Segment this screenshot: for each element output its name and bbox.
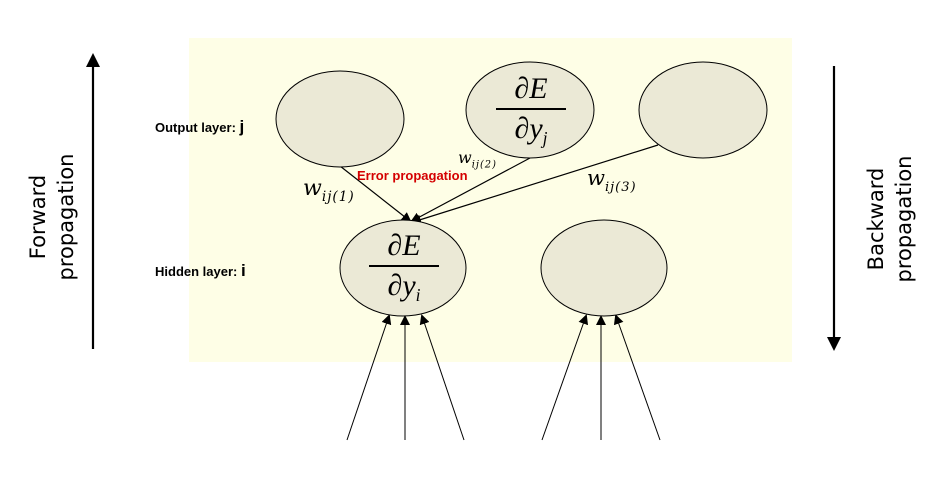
input-edge	[613, 314, 661, 441]
weight-w1: wij(1)	[303, 176, 355, 205]
hidden-gradient-formula: ∂E ∂yi	[364, 229, 444, 312]
output-gradient-formula: ∂E ∂yj	[491, 72, 571, 155]
output-node-3	[638, 61, 768, 159]
hidden-node-1	[339, 219, 467, 317]
output-formula-numerator: ∂E	[514, 72, 548, 105]
hidden-layer-text: Hidden layer:	[155, 264, 241, 279]
weight-w3-sub: ij(3)	[604, 179, 637, 195]
output-layer-label: Output layer: j	[155, 117, 244, 137]
hidden-formula-denominator: ∂yi	[388, 269, 421, 312]
edge-w2	[410, 157, 531, 222]
forward-label-line2: propagation	[54, 153, 78, 281]
input-edge	[541, 314, 589, 441]
output-formula-var: y	[529, 112, 543, 145]
output-layer-text: Output layer:	[155, 120, 240, 135]
partial-symbol: ∂	[514, 112, 530, 145]
output-node-2	[465, 61, 595, 159]
output-formula-sub: j	[542, 128, 548, 149]
hidden-formula-sub: i	[415, 285, 421, 306]
forward-label-line1: Forward	[26, 174, 50, 260]
backward-label-line2: propagation	[892, 155, 916, 283]
hidden-formula-var: y	[402, 269, 416, 302]
fraction-bar	[496, 108, 566, 110]
weight-w3-base: w	[587, 166, 605, 190]
forward-propagation-label: Forward propagation	[24, 152, 80, 282]
input-edge	[419, 314, 465, 441]
partial-symbol: ∂	[387, 269, 403, 302]
weight-w2: wij(2)	[458, 148, 497, 170]
output-layer-letter: j	[239, 117, 245, 136]
output-formula-denominator: ∂yj	[515, 112, 548, 155]
fraction-bar	[369, 265, 439, 267]
weight-w1-base: w	[303, 176, 322, 201]
edge-w3	[411, 144, 659, 225]
edge-w1	[339, 165, 412, 223]
hidden-node-2	[540, 219, 668, 317]
hidden-formula-numerator: ∂E	[387, 229, 421, 262]
weight-w3: wij(3)	[587, 166, 637, 195]
hidden-layer-letter: i	[240, 261, 246, 280]
weight-w2-base: w	[458, 148, 472, 167]
output-node-1	[275, 70, 405, 168]
weight-w2-sub: ij(2)	[471, 159, 497, 171]
backward-propagation-label: Backward propagation	[862, 154, 918, 284]
input-edge	[346, 314, 392, 441]
weight-w1-sub: ij(1)	[321, 189, 355, 206]
hidden-layer-label: Hidden layer: i	[155, 261, 246, 281]
backward-label-line1: Backward	[864, 167, 888, 271]
error-propagation-label: Error propagation	[357, 168, 468, 183]
